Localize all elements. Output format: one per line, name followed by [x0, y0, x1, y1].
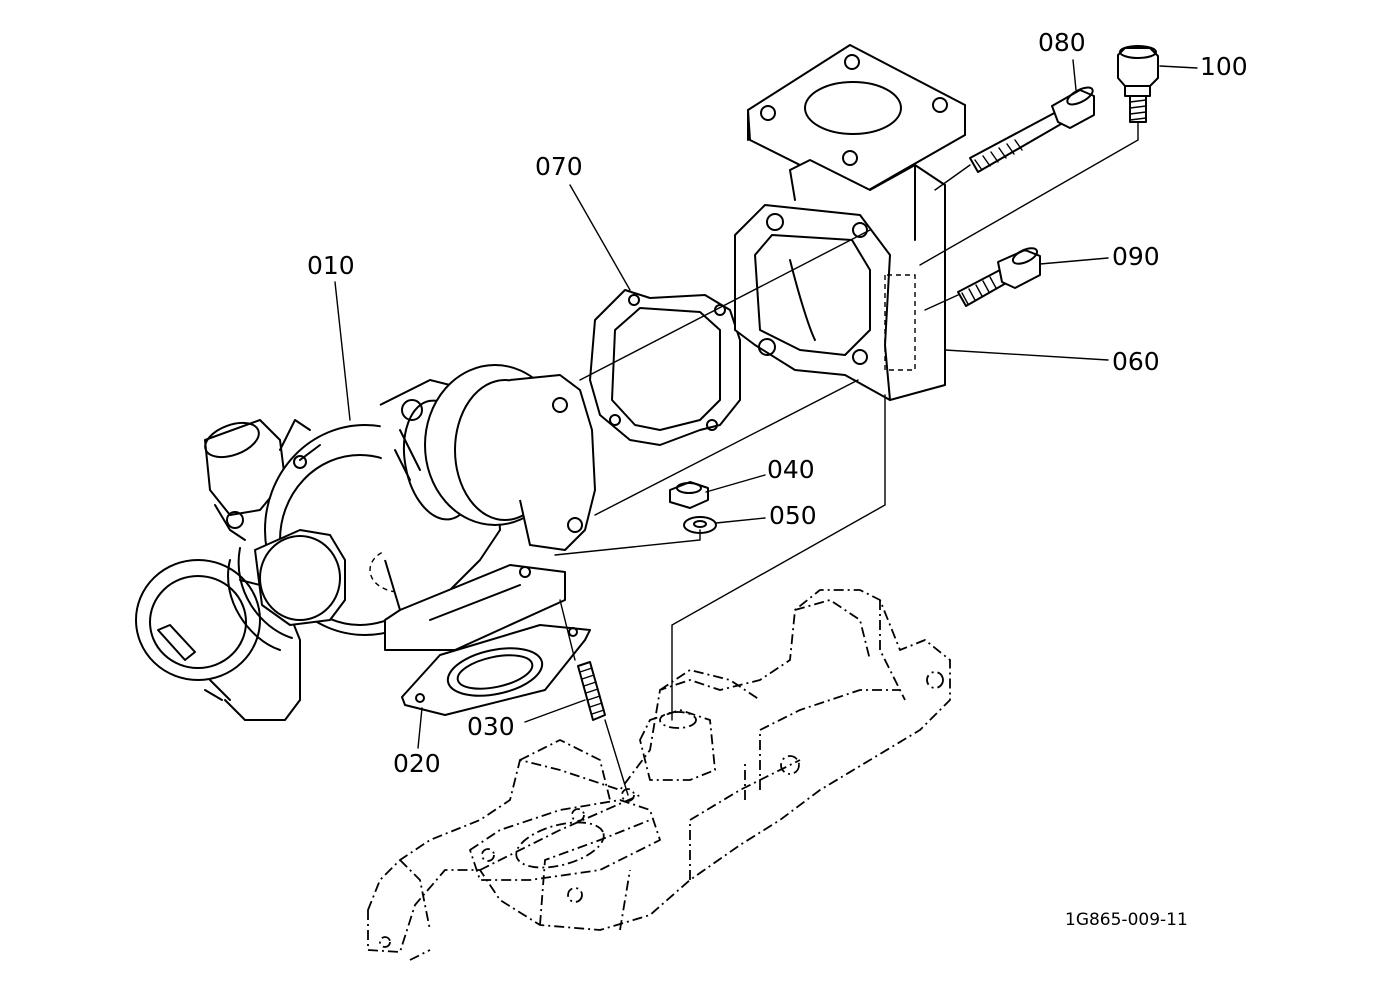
callout-080: 080: [1038, 28, 1086, 57]
callout-020: 020: [393, 749, 441, 778]
bolt-080: [969, 86, 1095, 173]
drawing-reference-code: 1G865-009-11: [1065, 910, 1188, 930]
callout-leaders: [334, 59, 1198, 749]
exhaust-manifold-phantom: [367, 589, 951, 961]
bolt-090: [957, 247, 1041, 307]
callout-070: 070: [535, 152, 583, 181]
callout-060: 060: [1112, 347, 1160, 376]
turbocharger: [135, 364, 596, 721]
callout-040: 040: [767, 455, 815, 484]
callout-090: 090: [1112, 242, 1160, 271]
callout-100: 100: [1200, 52, 1248, 81]
plug-100: [1117, 45, 1159, 123]
callout-030: 030: [467, 712, 515, 741]
assembly-lines: [554, 121, 1139, 796]
callout-050: 050: [769, 501, 817, 530]
gasket-020: [401, 624, 591, 716]
stud-030: [577, 661, 606, 721]
exhaust-elbow-060: [734, 44, 966, 401]
callout-labels: 010 020 030 040 050 060 070 080 090 100: [307, 28, 1248, 778]
gasket-070: [589, 289, 741, 446]
callout-010: 010: [307, 251, 355, 280]
nut-040: [669, 481, 709, 509]
